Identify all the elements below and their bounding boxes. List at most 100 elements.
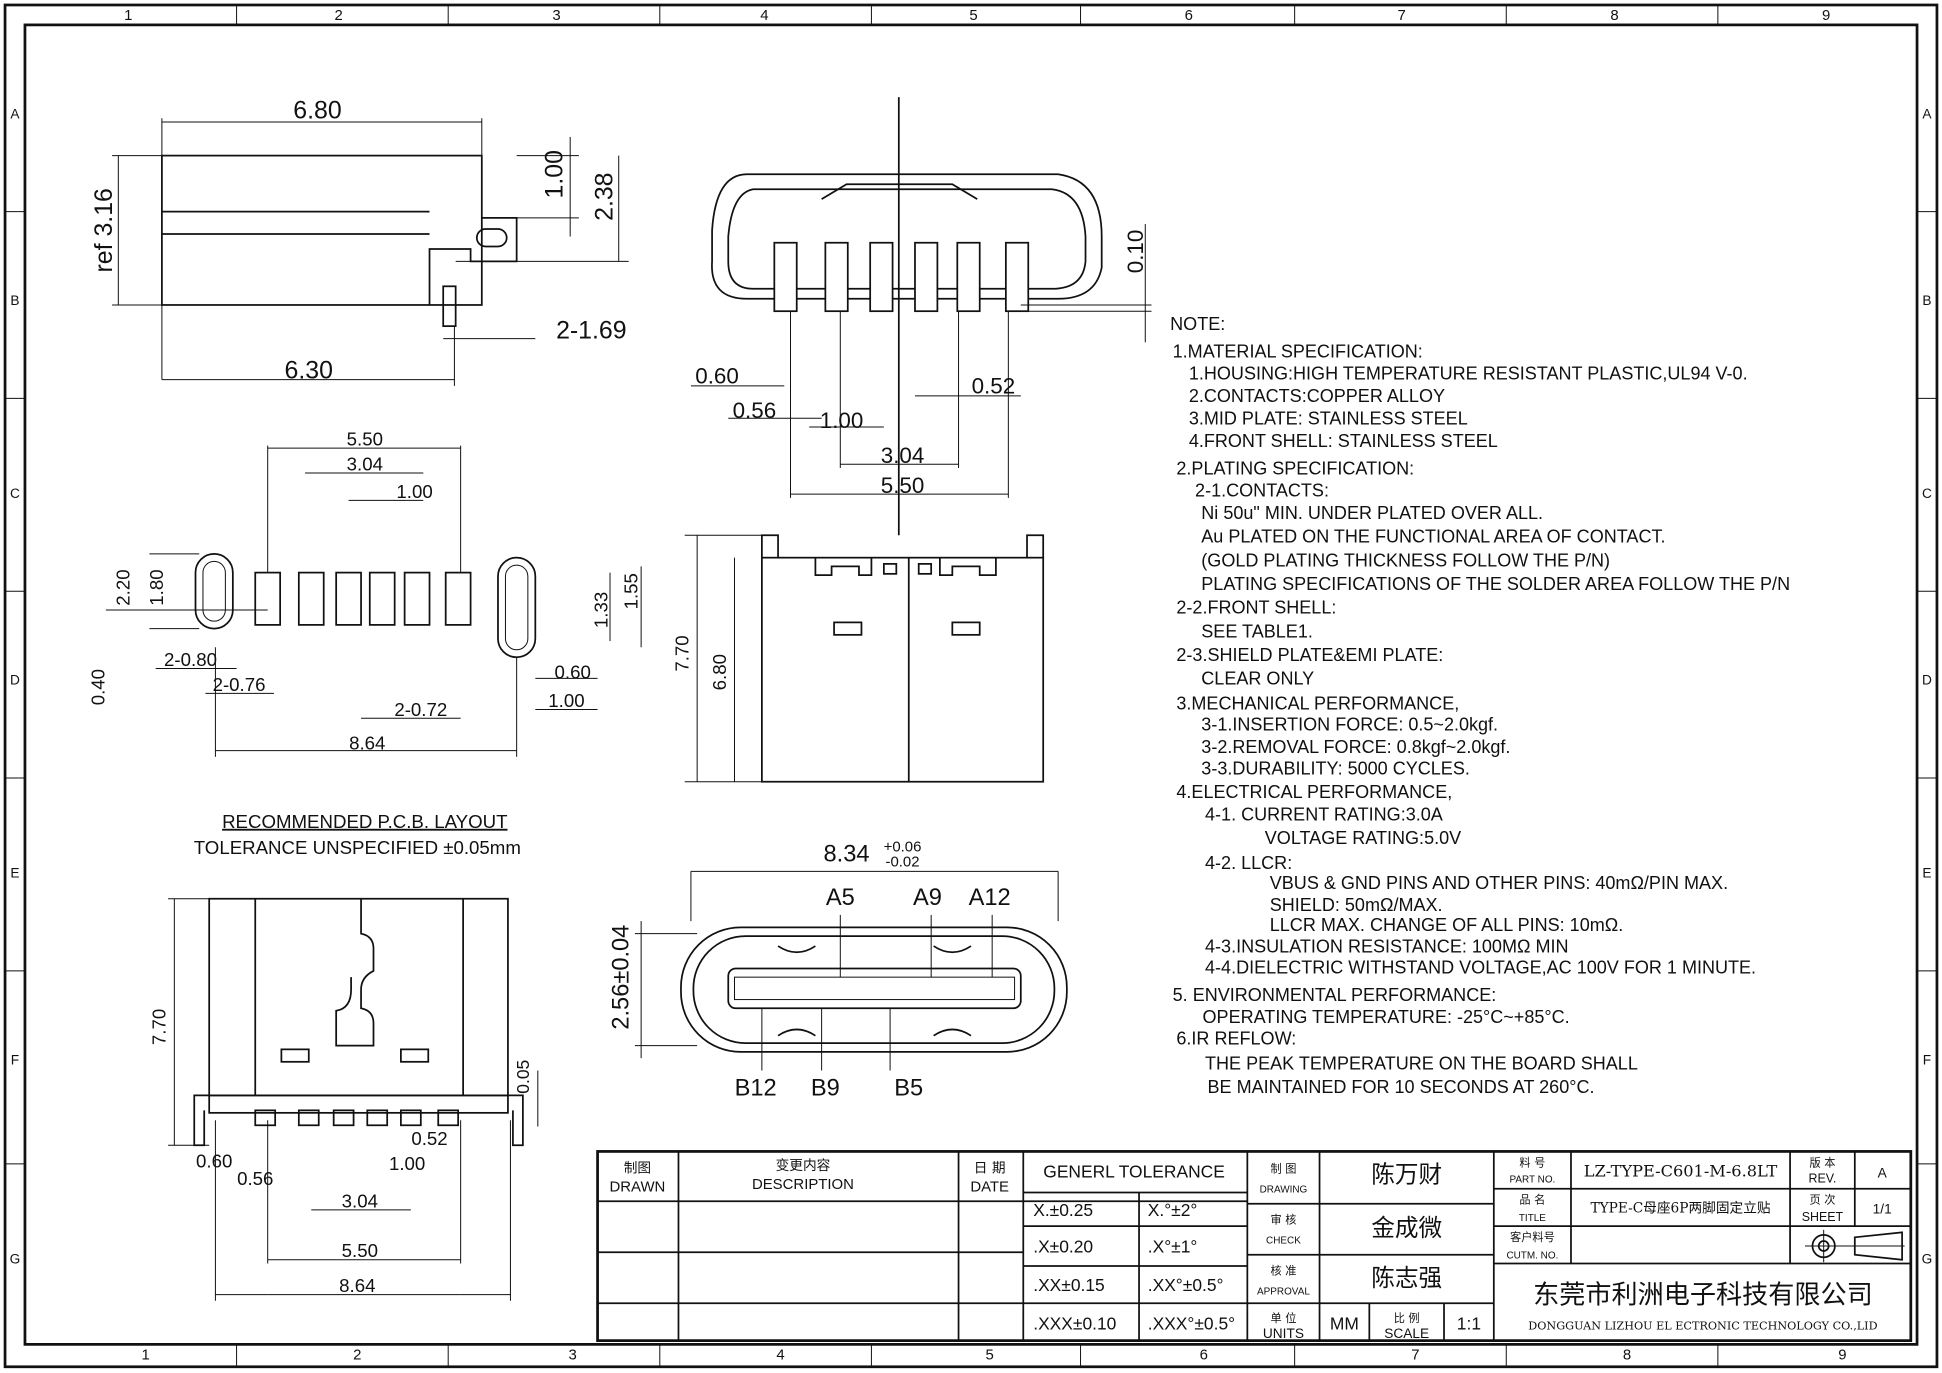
dimension-label: 3.04: [342, 1190, 378, 1211]
row-label-left: B: [10, 293, 19, 308]
drawing-en: DRAWING: [1260, 1185, 1308, 1196]
dimension-label: 0.40: [88, 669, 109, 705]
row-label-right: C: [1922, 486, 1932, 501]
note-line: 1.MATERIAL SPECIFICATION:: [1173, 341, 1423, 361]
sheet-value: 1/1: [1873, 1202, 1892, 1217]
note-line: 6.IR REFLOW:: [1176, 1028, 1296, 1048]
note-line: 3-3.DURABILITY: 5000 CYCLES.: [1201, 758, 1470, 778]
solder-pin: [437, 1109, 460, 1127]
dimension-label: 8.34: [824, 841, 870, 867]
title-cn: 品 名: [1519, 1193, 1545, 1207]
dimension-label: 7.70: [149, 1009, 170, 1045]
contact-pin: [956, 241, 981, 313]
dimension-label: 1.00: [548, 690, 584, 711]
zone-label-bottom: 2: [353, 1346, 361, 1363]
dimension-label: 8.64: [349, 732, 385, 753]
note-line: 4-2. LLCR:: [1205, 853, 1292, 873]
row-label-left: F: [11, 1052, 19, 1067]
scale-cn: 比 例: [1394, 1311, 1420, 1325]
approval-cn: 核 准: [1270, 1264, 1296, 1278]
solder-pin: [332, 1109, 355, 1127]
notes-block: NOTE:1.MATERIAL SPECIFICATION:1.HOUSING:…: [1170, 314, 1790, 1097]
tolerance-angular: .X°±1°: [1148, 1236, 1198, 1256]
pcb-pad: [368, 571, 396, 626]
part-en: PART NO.: [1509, 1175, 1555, 1186]
tolerance-angular: .XXX°±0.5°: [1148, 1313, 1235, 1333]
pin-label: B9: [811, 1075, 840, 1101]
receptacle-face-drawing: [634, 870, 1068, 1071]
part-value: LZ-TYPE-C601-M-6.8LT: [1584, 1161, 1778, 1180]
sheet-en: SHEET: [1802, 1210, 1844, 1224]
dimension-label: 3.04: [881, 443, 925, 468]
tolerance-linear: .XX±0.15: [1033, 1275, 1105, 1295]
contact-pin: [1004, 241, 1030, 313]
zone-label-bottom: 8: [1623, 1346, 1631, 1363]
rear-view-drawing: [168, 897, 539, 1301]
notes-heading: NOTE:: [1170, 314, 1225, 334]
pin-label: B5: [894, 1075, 923, 1101]
date-en: DATE: [970, 1178, 1009, 1195]
solder-pin: [297, 1109, 320, 1127]
tolerance-angular: X.°±2°: [1148, 1200, 1198, 1220]
dimension-label: 2.20: [113, 569, 134, 605]
dimension-label: 2.38: [591, 172, 619, 220]
dimension-label: +0.06: [884, 838, 922, 855]
note-line: 2.PLATING SPECIFICATION:: [1176, 458, 1414, 478]
dimension-label: 1.33: [591, 592, 612, 628]
note-line: THE PEAK TEMPERATURE ON THE BOARD SHALL: [1205, 1053, 1638, 1073]
pin-label: B12: [735, 1075, 777, 1101]
note-line: SHIELD: 50mΩ/MAX.: [1270, 895, 1443, 915]
pcb-layout-tolerance: TOLERANCE UNSPECIFIED ±0.05mm: [194, 837, 521, 858]
front-view-drawing: [690, 97, 1152, 536]
zone-label-top: 9: [1822, 7, 1830, 24]
pcb-pad: [297, 571, 325, 626]
check-cn: 审 核: [1270, 1213, 1296, 1227]
zone-label-top: 8: [1610, 7, 1618, 24]
row-label-left: G: [10, 1251, 21, 1266]
dimension-label: 5.50: [881, 473, 925, 498]
dimension-label: -0.02: [886, 853, 920, 870]
projection-symbol-icon: [1805, 1229, 1905, 1263]
contact-pin: [773, 241, 798, 313]
note-line: CLEAR ONLY: [1201, 669, 1314, 689]
dimension-label: 0.60: [695, 363, 739, 388]
zone-label-top: 4: [760, 7, 768, 24]
dimension-label: 2-1.69: [556, 317, 627, 345]
note-line: PLATING SPECIFICATIONS OF THE SOLDER ARE…: [1201, 574, 1790, 594]
dimension-label: 2-0.72: [394, 699, 447, 720]
note-line: (GOLD PLATING THICKNESS FOLLOW THE P/N): [1201, 550, 1610, 570]
zone-label-top: 3: [552, 7, 560, 24]
tolerance-linear: .XXX±0.10: [1033, 1313, 1116, 1333]
rev-cn: 版 本: [1809, 1155, 1835, 1169]
note-line: VOLTAGE RATING:5.0V: [1265, 828, 1461, 848]
desc-cn: 变更内容: [776, 1157, 831, 1174]
dimension-label: 1.00: [541, 150, 569, 198]
dimension-label: 5.50: [347, 429, 383, 450]
dimension-label: 1.80: [146, 569, 167, 605]
dimension-label: 6.80: [293, 96, 341, 124]
dimension-label: 0.60: [196, 1151, 232, 1172]
tolerance-linear: X.±0.25: [1033, 1200, 1093, 1220]
zone-label-bottom: 4: [776, 1346, 784, 1363]
drawn-cn: 制图: [624, 1161, 651, 1177]
note-line: 3.MID PLATE: STAINLESS STEEL: [1189, 408, 1468, 428]
note-line: 4-1. CURRENT RATING:3.0A: [1205, 804, 1443, 824]
scale-en: SCALE: [1384, 1326, 1429, 1341]
solder-pin: [366, 1109, 389, 1127]
zone-label-bottom: 5: [986, 1346, 994, 1363]
note-line: BE MAINTAINED FOR 10 SECONDS AT 260°C.: [1208, 1077, 1595, 1097]
contact-pin: [914, 241, 939, 313]
dimension-label: 1.00: [396, 481, 432, 502]
zone-label-bottom: 3: [569, 1346, 577, 1363]
dimension-label: 0.56: [237, 1168, 273, 1189]
drawn-en: DRAWN: [609, 1178, 665, 1195]
note-line: 5. ENVIRONMENTAL PERFORMANCE:: [1173, 985, 1497, 1005]
dimension-label: 6.30: [285, 356, 333, 384]
pin-label: A12: [969, 885, 1011, 911]
row-label-right: B: [1922, 293, 1931, 308]
dimension-label: 5.50: [342, 1240, 378, 1261]
title-en: TITLE: [1519, 1213, 1546, 1224]
zone-label-bottom: 9: [1838, 1346, 1846, 1363]
